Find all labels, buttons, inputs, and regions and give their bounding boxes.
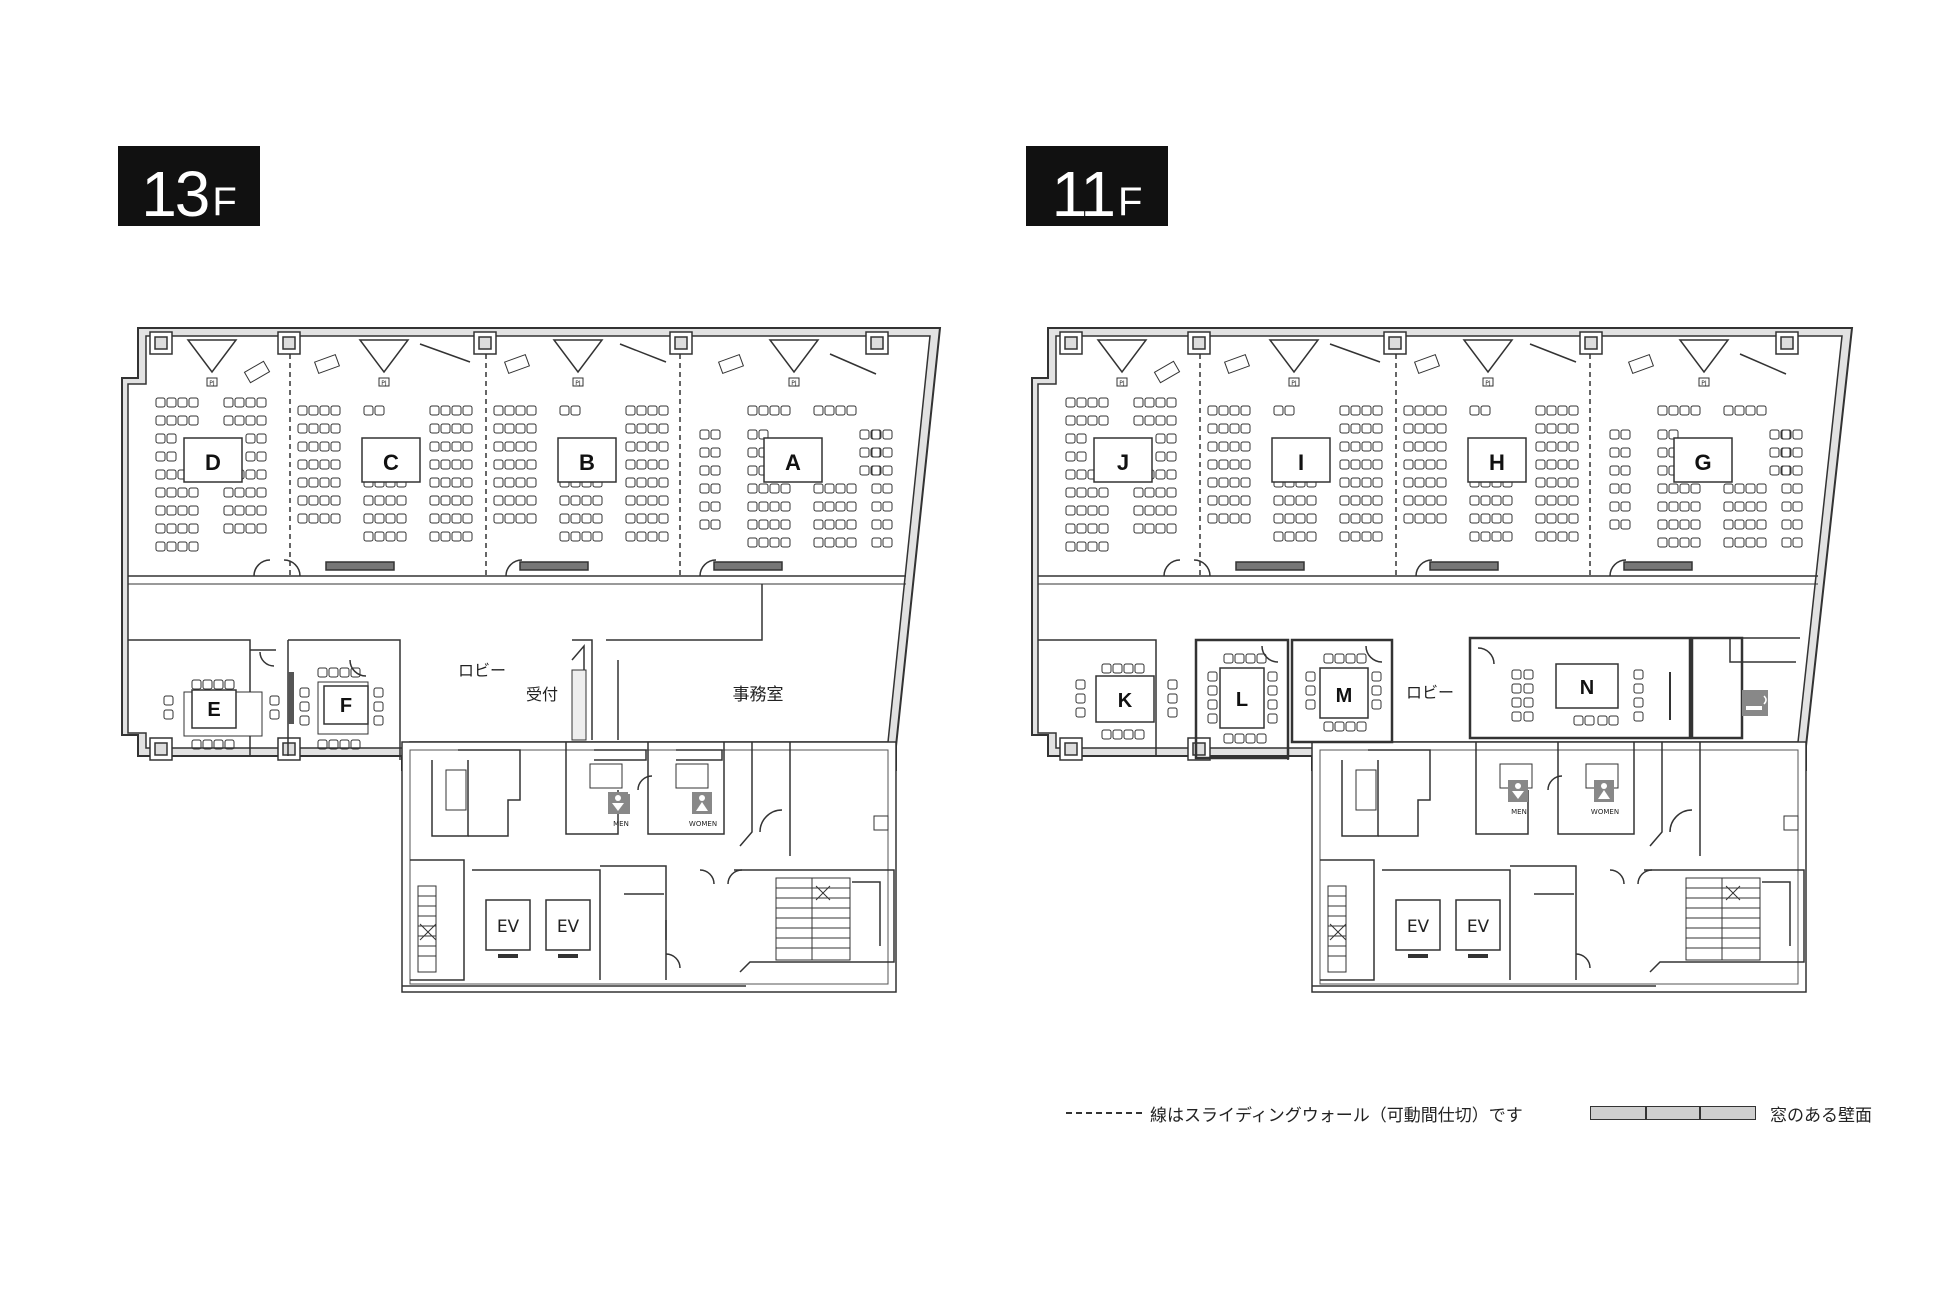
room-label-n: N [1580,677,1594,699]
room-label-h: H [1489,450,1505,475]
floor-badge-13f: 13 F [118,146,260,226]
room-labels-13f: D C B A E F ロビー 受付 事務室 MEN WOMEN EV EV P… [183,380,823,937]
projector-label: PJ [1701,380,1707,387]
floor-badge-11f: 11 F [1026,146,1168,226]
restroom-men-label: MEN [1511,808,1527,816]
legend-sliding-wall-text: 線はスライディングウォール（可動間仕切）です [1150,1105,1523,1126]
room-labels-11f: J I H G K L M N ロビー MEN WOMEN EV EV PJ P… [1093,380,1768,937]
restroom-women-label: WOMEN [1591,808,1619,816]
projector-label: PJ [209,380,215,387]
window-wall-icon [1590,1106,1756,1120]
restroom-men-icon [608,792,628,814]
projector-label: PJ [1119,380,1125,387]
dashed-line-icon [1066,1112,1142,1114]
elevator-label: EV [497,917,520,937]
room-label-l: L [1236,689,1248,711]
room-label-d: D [205,450,221,475]
restroom-men-icon [1508,780,1528,802]
room-label-b: B [579,450,595,475]
projector-label: PJ [791,380,797,387]
legend-window-wall-text: 窓のある壁面 [1770,1105,1872,1126]
area-label-reception: 受付 [526,685,558,704]
legend-window-wall: 窓のある壁面 [1590,1098,1872,1128]
area-label-lobby: ロビー [458,661,506,680]
floor-unit: F [1118,180,1143,224]
floor-number: 11 [1051,158,1116,230]
room-label-j: J [1117,450,1129,475]
projector-label: PJ [575,380,581,387]
restroom-men-label: MEN [613,820,629,828]
area-label-office: 事務室 [733,685,784,705]
floor-unit: F [212,180,237,224]
room-label-m: M [1336,685,1353,707]
floor-plan-11f [1031,327,1854,993]
projector-label: PJ [1485,380,1491,387]
elevator-label: EV [1407,917,1430,937]
room-label-f: F [340,695,352,717]
room-label-k: K [1118,690,1133,712]
room-label-e: E [207,699,220,721]
floor-plan-13f [121,327,942,993]
floor-number: 13 [141,158,210,230]
smoking-area-icon [1742,690,1768,716]
restroom-women-icon [692,792,712,814]
legend-sliding-wall: 線はスライディングウォール（可動間仕切）です [1066,1098,1523,1128]
restroom-women-icon [1594,780,1614,802]
room-label-i: I [1298,450,1304,475]
elevator-label: EV [1467,917,1490,937]
projector-label: PJ [381,380,387,387]
room-label-a: A [785,450,801,475]
projector-label: PJ [1291,380,1297,387]
restroom-women-label: WOMEN [689,820,717,828]
room-label-c: C [383,450,399,475]
room-label-g: G [1694,450,1711,475]
area-label-lobby: ロビー [1406,683,1454,702]
elevator-label: EV [557,917,580,937]
seating-11f [1065,397,1803,744]
